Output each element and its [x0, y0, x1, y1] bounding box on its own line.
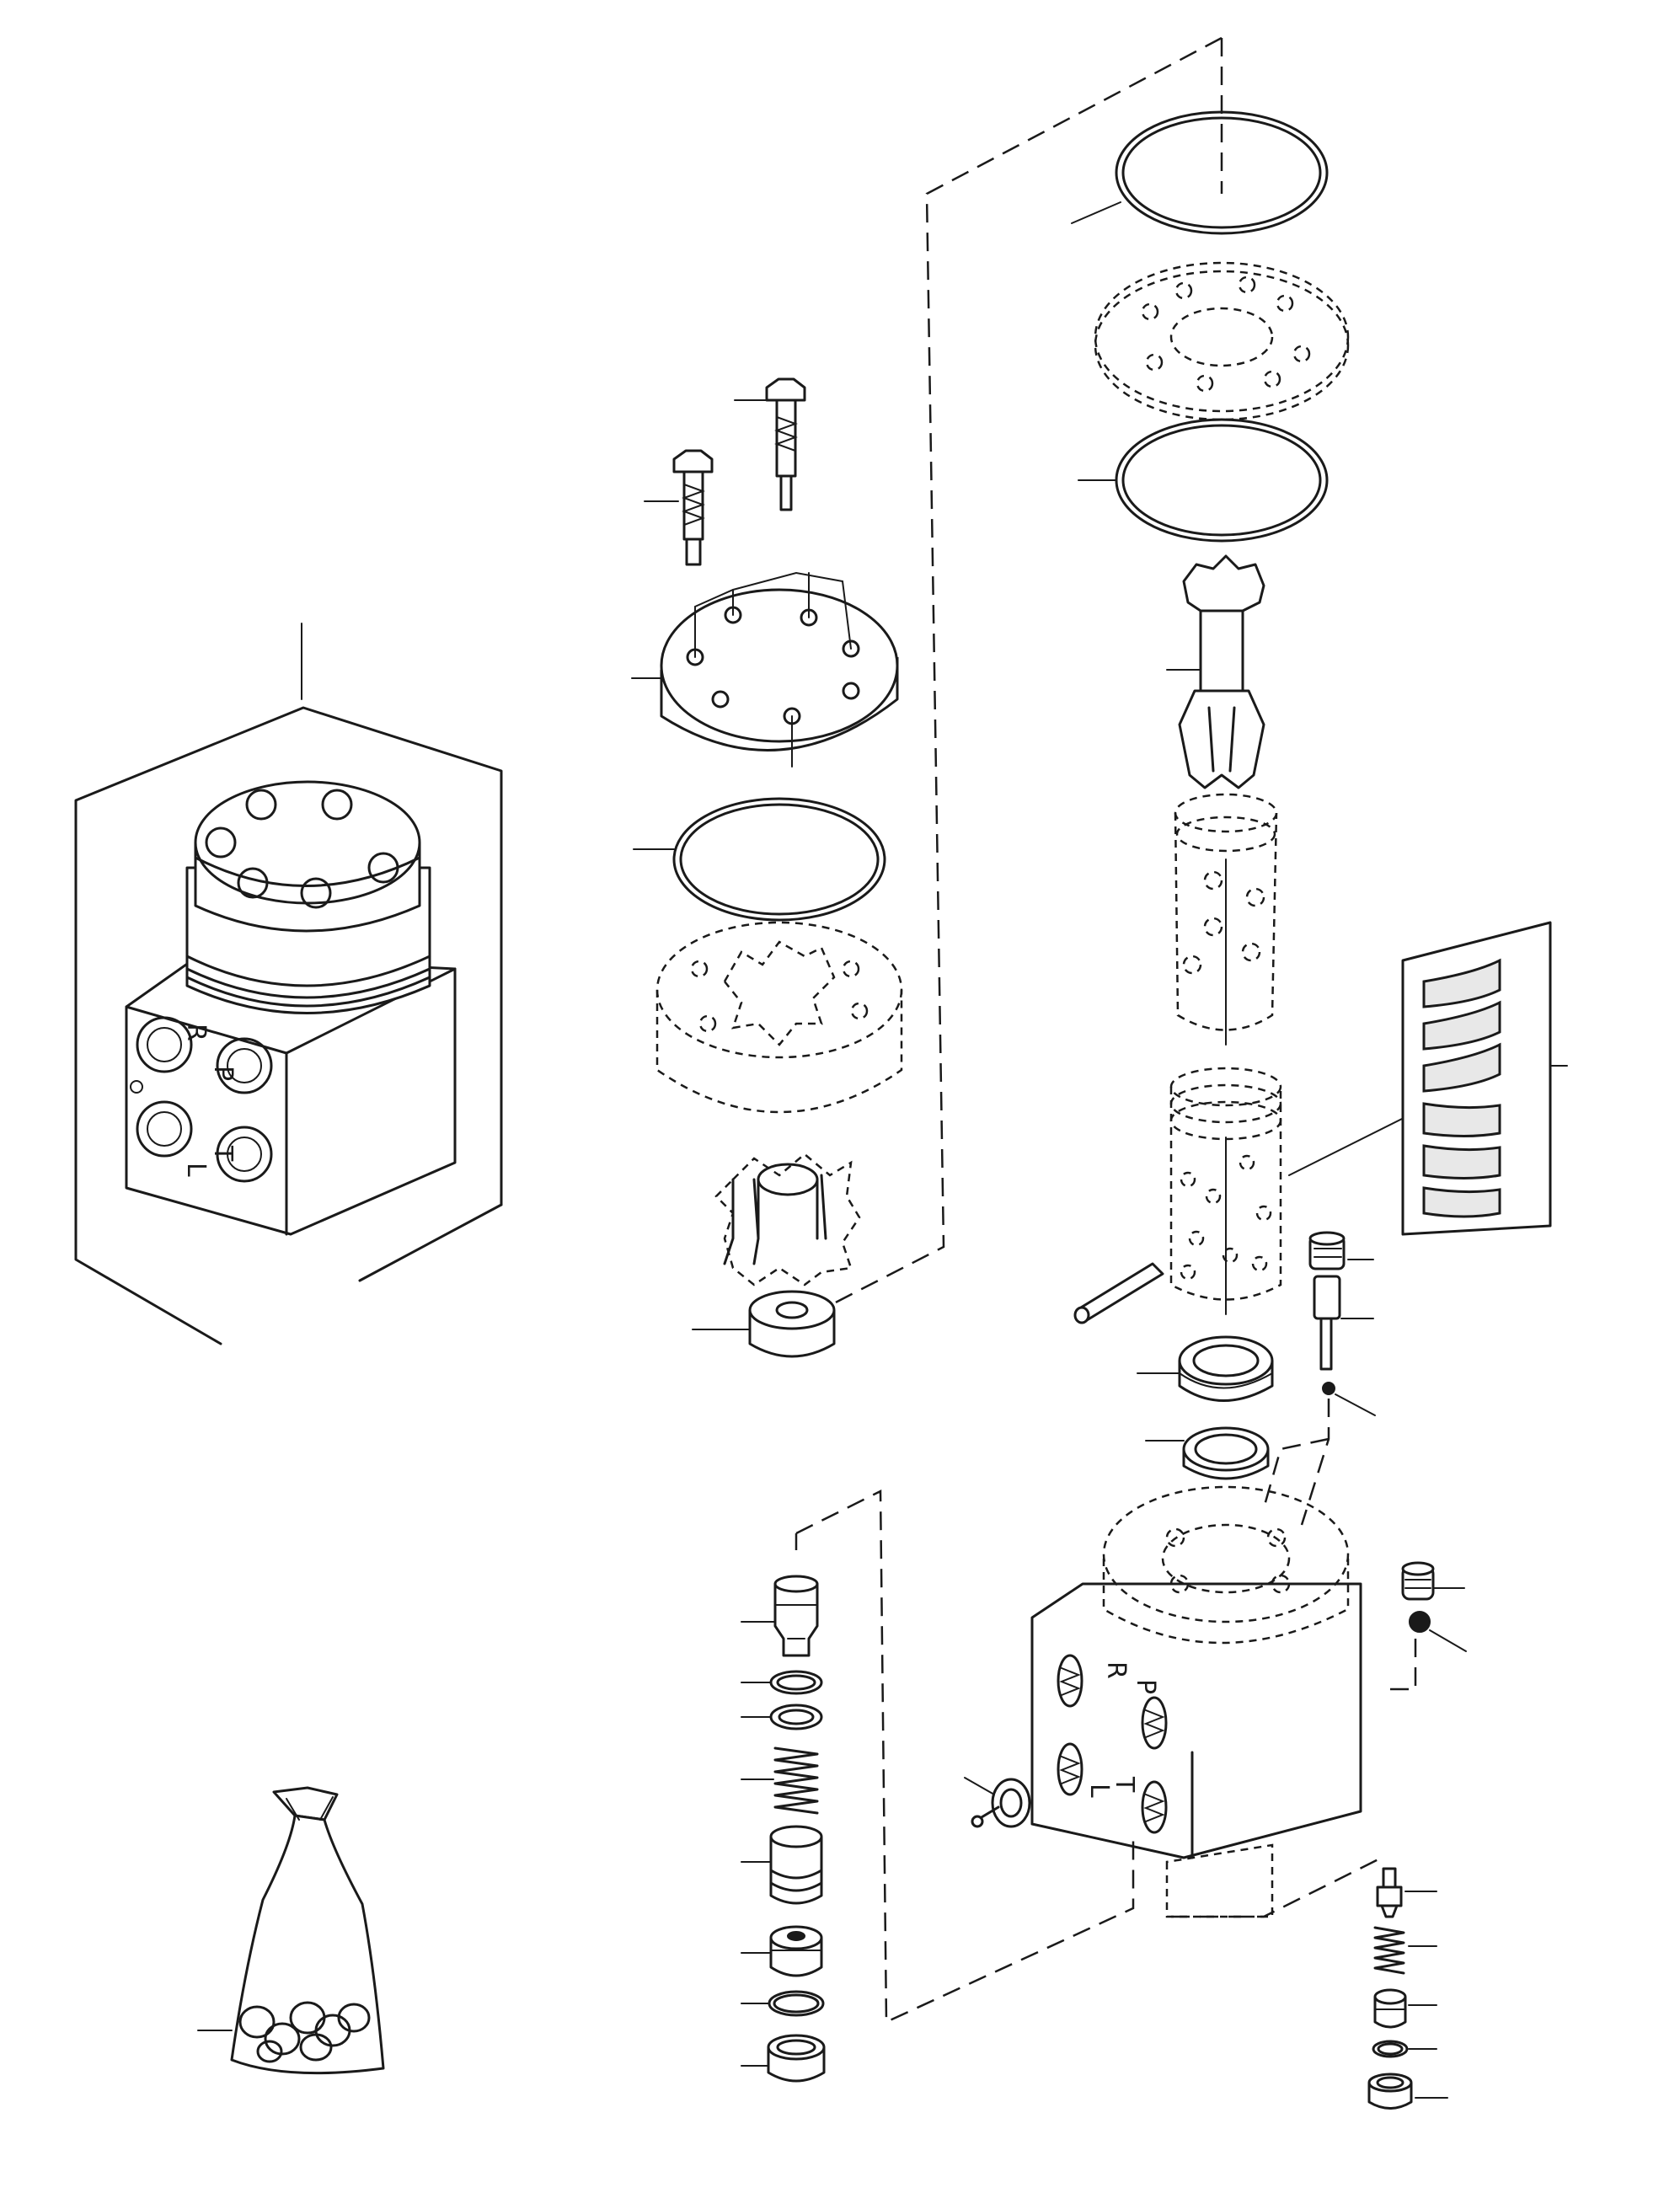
port-label-r: R	[181, 1024, 211, 1041]
end-cap	[660, 571, 899, 768]
bearing-race	[1182, 1426, 1270, 1480]
seal-kit-bag	[230, 1786, 385, 2075]
leader-line	[1288, 1115, 1408, 1176]
leader-line	[1429, 1629, 1467, 1652]
port-label-t: T	[208, 1145, 238, 1162]
seal-ring	[1115, 110, 1329, 235]
housing-port-label-p: P	[1131, 1679, 1160, 1694]
relief-valve-cartridge	[773, 1575, 819, 1657]
plug	[1367, 2073, 1413, 2110]
port-label-l: L	[181, 1163, 211, 1177]
seal-ring	[769, 1704, 823, 1730]
ball	[1409, 1611, 1431, 1633]
o-ring	[1115, 418, 1329, 543]
o-ring	[768, 1990, 825, 2017]
leader-line	[964, 1777, 995, 1795]
outer-sleeve	[1169, 1067, 1282, 1315]
alignment-line-ball	[1382, 1639, 1417, 1691]
spring	[773, 1746, 819, 1815]
cap-screw	[672, 449, 714, 566]
piston	[1373, 1988, 1407, 2029]
alignment-line-check	[1262, 1437, 1330, 1509]
check-valve-stem	[1313, 1275, 1341, 1371]
housing: R P T L	[1030, 1485, 1362, 1859]
housing-port-label-t: T	[1110, 1776, 1139, 1793]
check-valve-stem	[1376, 1867, 1403, 1918]
alignment-line-lower	[1171, 1856, 1383, 1918]
alignment-line-relief	[795, 1489, 1135, 2024]
complete-unit-frame	[74, 706, 503, 1345]
inner-spool	[1174, 793, 1278, 1046]
alignment-line-motor	[795, 36, 1223, 1324]
check-plug	[1308, 1231, 1346, 1270]
cross-pin	[1073, 1262, 1164, 1324]
plug	[1401, 1561, 1435, 1601]
housing-port-label-r: R	[1101, 1661, 1131, 1679]
check-ball	[1322, 1382, 1335, 1395]
piston	[769, 1825, 823, 1905]
housing-port-label-l: L	[1084, 1784, 1114, 1798]
plug	[767, 2034, 826, 2083]
distributor-plate	[1094, 261, 1350, 421]
drive-shaft	[1178, 554, 1265, 789]
o-ring	[672, 797, 886, 922]
port-label-p: P	[208, 1066, 238, 1081]
adjusting-screw	[971, 1778, 1031, 1828]
alignment-line-check	[1300, 1399, 1330, 1526]
o-ring	[1372, 2040, 1409, 2058]
spacer	[748, 1290, 836, 1358]
gerotor-ring	[655, 921, 903, 1114]
gerotor-star	[714, 1153, 861, 1286]
leader-line	[1335, 1393, 1376, 1416]
adjusting-screw	[769, 1925, 823, 1977]
leader-line	[1071, 201, 1121, 224]
complete-unit: R P T L	[125, 780, 457, 1236]
o-ring	[769, 1670, 823, 1695]
thrust-bearing	[1178, 1335, 1274, 1402]
centering-springs	[1401, 921, 1552, 1236]
special-screw	[765, 377, 806, 511]
spring	[1373, 1926, 1405, 1975]
